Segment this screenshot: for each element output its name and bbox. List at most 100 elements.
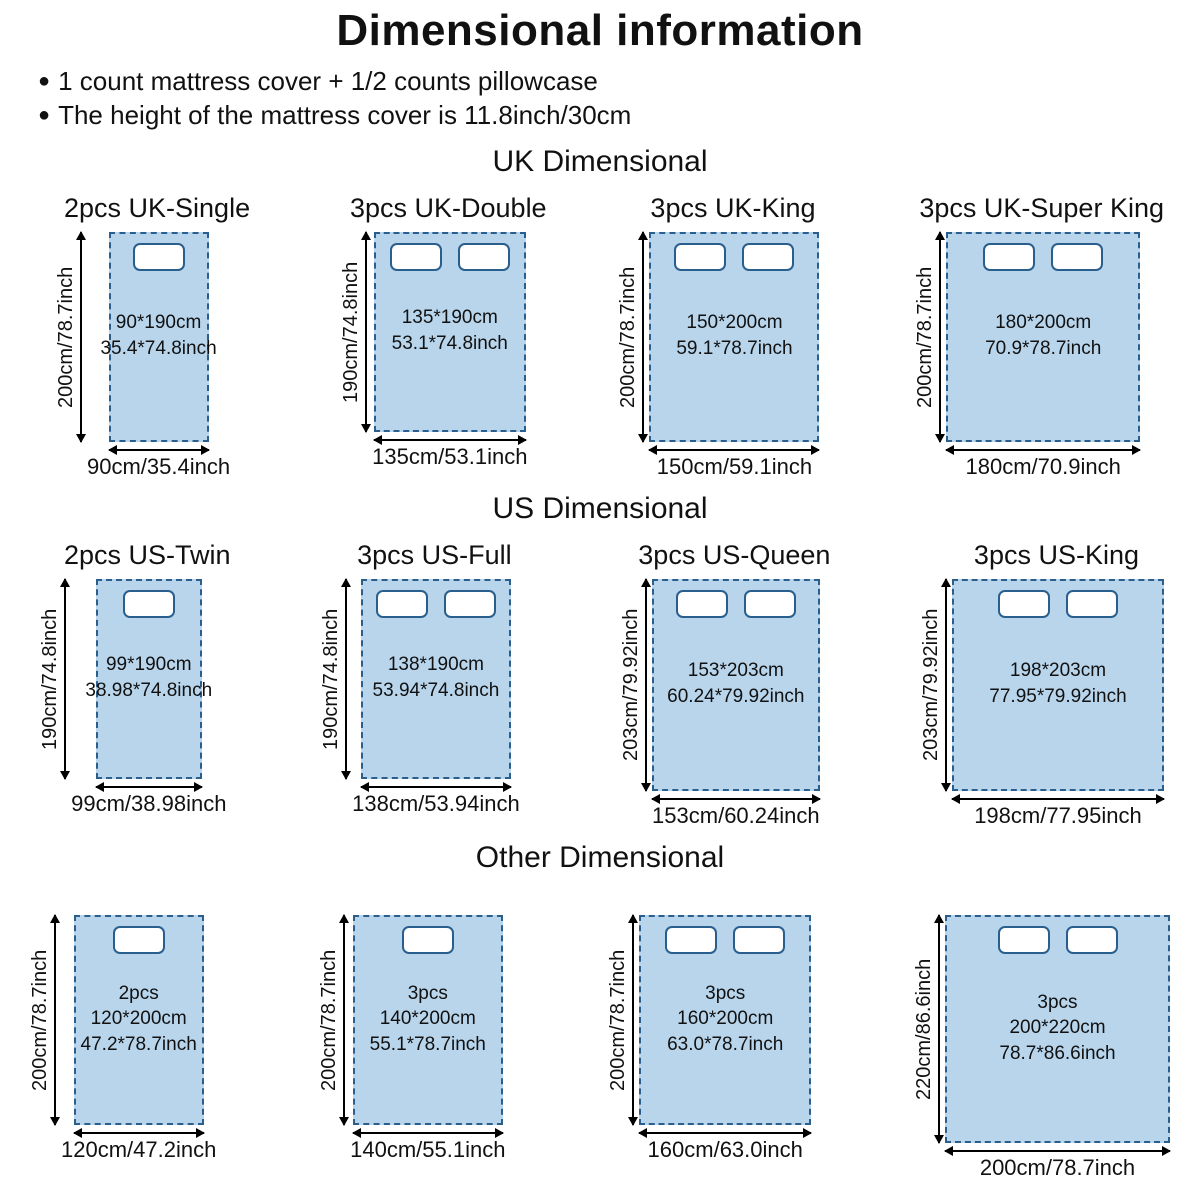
- size-cm: 150*200cm: [686, 312, 783, 334]
- pillow-icon: [375, 589, 428, 618]
- pillow-icon: [132, 242, 185, 271]
- pillows: [375, 589, 496, 618]
- pillows: [983, 242, 1104, 271]
- height-dimension-label: 200cm/78.7inch: [29, 949, 51, 1091]
- us-row: 2pcs US-Twin 190cm/74.8inch 99*190cm 38.…: [0, 540, 1200, 829]
- mattress-size-text: 3pcs 160*200cm 63.0*78.7inch: [667, 954, 783, 1123]
- mattress-size-text: 198*203cm 77.95*79.92inch: [989, 618, 1126, 789]
- mattress-size-text: 180*200cm 70.9*78.7inch: [985, 271, 1101, 440]
- width-dimension-label: 140cm/55.1inch: [350, 1136, 506, 1162]
- vertical-dimension-arrow: [938, 914, 940, 1143]
- size-diagram-us-full: 3pcs US-Full 190cm/74.8inch 138*190cm 53…: [320, 539, 520, 817]
- mattress-size-text: 3pcs 200*220cm 78.7*86.6inch: [999, 954, 1115, 1141]
- pillow-icon: [443, 589, 496, 618]
- pillow-icon: [742, 242, 795, 271]
- pcs-count: 3pcs: [407, 982, 448, 1004]
- height-dimension-label: 200cm/78.7inch: [914, 266, 937, 408]
- size-diagram-uk-king: 3pcs UK-King 200cm/78.7inch 150*200cm 59…: [617, 193, 820, 480]
- horizontal-dimension-arrow: [360, 785, 511, 788]
- other-row: 200cm/78.7inch 2pcs 120*200cm 47.2*78.7i…: [0, 914, 1200, 1181]
- pillow-icon: [401, 925, 454, 954]
- pcs-count: 3pcs: [1037, 991, 1078, 1013]
- horizontal-dimension-arrow: [951, 797, 1164, 800]
- size-inch: 63.0*78.7inch: [667, 1033, 784, 1055]
- vertical-dimension-arrow: [80, 231, 82, 442]
- pillow-icon: [665, 925, 718, 954]
- vertical-dimension-arrow: [365, 231, 368, 432]
- horizontal-dimension-arrow: [946, 448, 1141, 451]
- vertical-dimension-arrow: [343, 914, 346, 1125]
- pillows: [665, 925, 786, 954]
- height-dimension-label: 220cm/86.6inch: [913, 958, 935, 1100]
- mattress-rect: 198*203cm 77.95*79.92inch: [951, 578, 1164, 791]
- mattress-rect: 99*190cm 38.98*74.8inch: [85, 578, 212, 779]
- mattress-size-text: 153*203cm 60.24*79.92inch: [667, 618, 804, 789]
- horizontal-dimension-arrow: [95, 785, 202, 788]
- pillow-icon: [1065, 925, 1118, 954]
- diagram-title: 2pcs US-Twin: [64, 539, 231, 570]
- diagram-title: 3pcs US-Full: [357, 539, 512, 570]
- diagram-title: 2pcs UK-Single: [64, 192, 251, 223]
- size-inch: 53.1*74.8inch: [391, 333, 508, 355]
- mattress-size-text: 135*190cm 53.1*74.8inch: [392, 271, 508, 430]
- uk-row: 2pcs UK-Single 200cm/78.7inch 90*190cm 3…: [0, 193, 1200, 480]
- mattress-size-text: 99*190cm 38.98*74.8inch: [85, 618, 212, 777]
- pillow-icon: [389, 242, 442, 271]
- mattress-rect: 135*190cm 53.1*74.8inch: [373, 231, 526, 432]
- size-diagram-us-king: 3pcs US-King 203cm/79.92inch 198*203cm 7…: [919, 539, 1164, 829]
- mattress-size-text: 138*190cm 53.94*74.8inch: [373, 618, 500, 777]
- width-dimension-label: 138cm/53.94inch: [352, 790, 520, 816]
- bullet-icon: ●: [38, 104, 51, 127]
- pillows: [122, 589, 175, 618]
- width-dimension-label: 120cm/47.2inch: [61, 1136, 217, 1162]
- horizontal-dimension-arrow: [352, 1131, 503, 1134]
- mattress-size-text: 90*190cm 35.4*74.8inch: [100, 271, 216, 440]
- diagram-title: 3pcs US-Queen: [638, 539, 831, 570]
- pillows: [112, 925, 165, 954]
- size-diagram-uk-double: 3pcs UK-Double 190cm/74.8inch 135*190cm …: [322, 193, 546, 470]
- size-diagram-uk-super-king: 3pcs UK-Super King 200cm/78.7inch 180*20…: [891, 193, 1164, 480]
- height-dimension-label: 200cm/78.7inch: [617, 266, 640, 408]
- horizontal-dimension-arrow: [108, 448, 209, 451]
- size-cm: 180*200cm: [995, 312, 1092, 334]
- horizontal-dimension-arrow: [373, 438, 526, 441]
- height-dimension-label: 200cm/78.7inch: [607, 949, 630, 1091]
- width-dimension-label: 90cm/35.4inch: [87, 453, 231, 479]
- size-inch: 35.4*74.8inch: [100, 338, 217, 360]
- size-inch: 47.2*78.7inch: [80, 1033, 197, 1055]
- horizontal-dimension-arrow: [73, 1131, 204, 1134]
- size-cm: 140*200cm: [379, 1008, 476, 1030]
- height-dimension-label: 203cm/79.92inch: [919, 608, 942, 761]
- height-dimension-label: 190cm/74.8inch: [320, 608, 343, 750]
- size-inch: 70.9*78.7inch: [985, 338, 1102, 360]
- mattress-rect: 153*203cm 60.24*79.92inch: [651, 578, 820, 791]
- pillows: [997, 925, 1118, 954]
- size-diagram-us-queen: 3pcs US-Queen 203cm/79.92inch 153*203cm …: [610, 539, 831, 829]
- size-inch: 55.1*78.7inch: [369, 1033, 486, 1055]
- mattress-size-text: 3pcs 140*200cm 55.1*78.7inch: [370, 954, 486, 1123]
- width-dimension-label: 150cm/59.1inch: [656, 453, 813, 479]
- pillow-icon: [997, 925, 1050, 954]
- pillow-icon: [733, 925, 786, 954]
- width-dimension-label: 135cm/53.1inch: [372, 443, 528, 469]
- size-cm: 200*220cm: [1009, 1017, 1106, 1039]
- diagram-title: 3pcs US-King: [973, 539, 1139, 570]
- pillow-icon: [675, 589, 728, 618]
- vertical-dimension-arrow: [54, 914, 56, 1125]
- size-inch: 77.95*79.92inch: [989, 686, 1127, 708]
- mattress-rect: 90*190cm 35.4*74.8inch: [100, 231, 217, 442]
- pillows: [675, 589, 796, 618]
- pillow-icon: [457, 242, 510, 271]
- width-dimension-label: 160cm/63.0inch: [647, 1136, 803, 1162]
- mattress-rect: 3pcs 140*200cm 55.1*78.7inch: [352, 914, 503, 1125]
- height-dimension-label: 200cm/78.7inch: [55, 266, 77, 408]
- mattress-rect: 3pcs 160*200cm 63.0*78.7inch: [639, 914, 812, 1125]
- section-heading-us: US Dimensional: [492, 491, 708, 525]
- pillows: [401, 925, 454, 954]
- section-heading-uk: UK Dimensional: [492, 144, 708, 178]
- note-line: ● 1 count mattress cover + 1/2 counts pi…: [38, 64, 1200, 98]
- mattress-rect: 2pcs 120*200cm 47.2*78.7inch: [73, 914, 204, 1125]
- mattress-size-text: 150*200cm 59.1*78.7inch: [676, 271, 792, 440]
- pcs-count: 3pcs: [705, 982, 746, 1004]
- width-dimension-label: 198cm/77.95inch: [974, 802, 1142, 828]
